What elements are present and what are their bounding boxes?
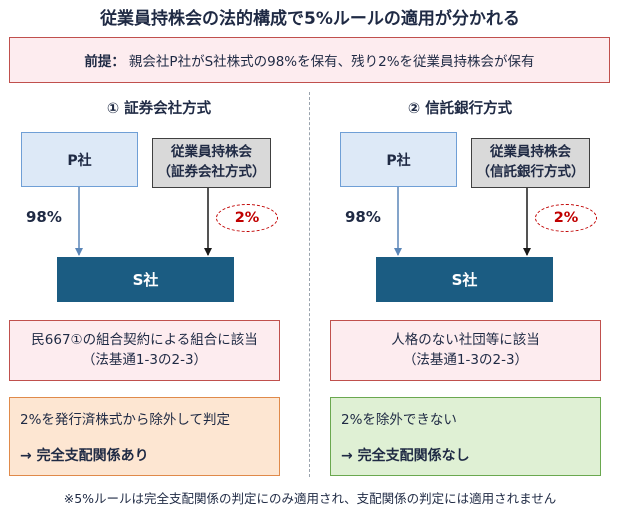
footnote: ※5%ルールは完全支配関係の判定にのみ適用され、支配関係の判定には適用されません <box>63 491 557 506</box>
premise-label: 前提： <box>84 54 125 70</box>
left-parent-box: P社 <box>21 132 138 187</box>
right-parent-box: P社 <box>340 132 457 187</box>
right-legal-reference: （法基通1-3の2-3） <box>402 351 529 368</box>
left-esop-percent: 2% <box>234 210 260 226</box>
right-esop-method: （信託銀行方式） <box>476 164 585 180</box>
right-result-conclusion: → 完全支配関係なし <box>341 448 470 464</box>
left-subsidiary-box: S社 <box>57 257 234 302</box>
right-esop-percent-badge: 2% <box>535 204 597 232</box>
right-result-box: 2%を除外できない → 完全支配関係なし <box>330 397 601 476</box>
page-title: 従業員持株会の法的構成で5%ルールの適用が分かれる <box>100 9 520 29</box>
left-legal-classification: 民667①の組合契約による組合に該当 <box>31 331 258 348</box>
left-result-conclusion: → 完全支配関係あり <box>20 448 149 464</box>
left-parent-percent: 98% <box>26 208 62 226</box>
right-section-title: ② 信託銀行方式 <box>407 101 513 117</box>
premise-box: 前提： 親会社P社がS社株式の98%を保有、残り2%を従業員持株会が保有 <box>9 37 610 83</box>
left-esop-box: 従業員持株会 （証券会社方式） <box>152 138 271 188</box>
right-legal-box: 人格のない社団等に該当 （法基通1-3の2-3） <box>330 320 601 381</box>
left-section-title: ① 証券会社方式 <box>106 101 212 117</box>
premise-text: 親会社P社がS社株式の98%を保有、残り2%を従業員持株会が保有 <box>128 54 535 70</box>
right-result-text: 2%を除外できない <box>341 412 457 428</box>
section-divider <box>309 92 310 477</box>
right-parent-percent: 98% <box>345 208 381 226</box>
right-esop-name: 従業員持株会 <box>490 144 571 161</box>
right-esop-box: 従業員持株会 （信託銀行方式） <box>471 138 590 188</box>
left-esop-method: （証券会社方式） <box>157 164 266 180</box>
left-legal-reference: （法基通1-3の2-3） <box>81 351 208 368</box>
left-esop-name: 従業員持株会 <box>171 144 252 161</box>
left-legal-box: 民667①の組合契約による組合に該当 （法基通1-3の2-3） <box>9 320 280 381</box>
right-legal-classification: 人格のない社団等に該当 <box>391 331 540 348</box>
left-esop-percent-badge: 2% <box>216 204 278 232</box>
left-result-text: 2%を発行済株式から除外して判定 <box>20 412 231 428</box>
right-subsidiary-box: S社 <box>376 257 553 302</box>
right-esop-percent: 2% <box>553 210 579 226</box>
left-result-box: 2%を発行済株式から除外して判定 → 完全支配関係あり <box>9 397 280 476</box>
